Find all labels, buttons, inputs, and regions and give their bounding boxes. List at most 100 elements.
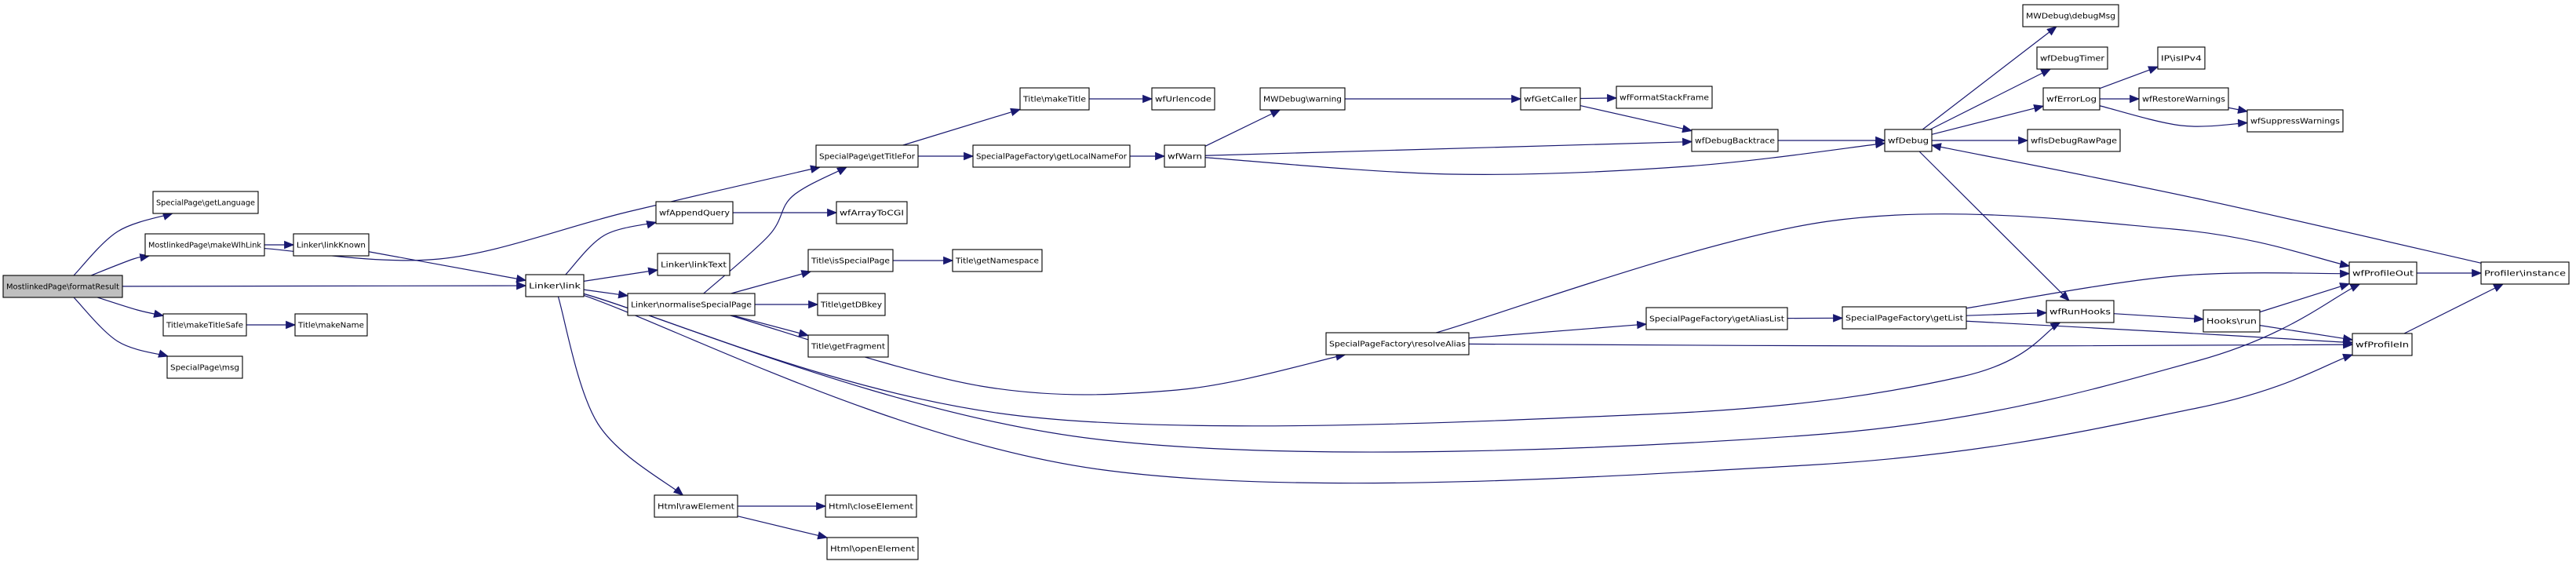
nodes-layer: MostlinkedPage\formatResult SpecialPage\g…: [2, 4, 2570, 560]
node-isIPv4[interactable]: IP\isIPv4: [2157, 46, 2206, 70]
node-box-makeName[interactable]: [294, 313, 368, 337]
node-box-getLanguage[interactable]: [152, 191, 259, 214]
node-box-formatResult[interactable]: [2, 275, 123, 298]
node-box-resolveAlias[interactable]: [1325, 332, 1470, 355]
node-box-getFragment[interactable]: [807, 334, 889, 358]
node-rawElement[interactable]: Html\rawElement: [654, 494, 738, 518]
node-debugMsg[interactable]: MWDebug\debugMsg: [2022, 4, 2119, 27]
node-wfDebugTimer[interactable]: wfDebugTimer: [2036, 46, 2108, 70]
node-label-linkKnown: Linker\linkKnown: [297, 242, 366, 250]
node-box-link[interactable]: [525, 274, 585, 297]
node-box-isIPv4[interactable]: [2157, 46, 2206, 70]
node-box-linkText[interactable]: [657, 253, 731, 276]
node-getLocalNameFor[interactable]: SpecialPageFactory\getLocalNameFor: [972, 144, 1131, 168]
node-getNamespace[interactable]: Title\getNamespace: [952, 249, 1043, 272]
edge-link-to-wfProfileOut: [583, 283, 2361, 453]
node-box-hooksRun[interactable]: [2203, 309, 2261, 333]
node-wfProfileIn[interactable]: wfProfileIn: [2352, 333, 2413, 356]
node-isSpecialPage[interactable]: Title\isSpecialPage: [807, 249, 894, 272]
node-box-makeWlhLink[interactable]: [144, 233, 265, 257]
node-wfFormatStackFrame[interactable]: wfFormatStackFrame: [1616, 86, 1713, 109]
node-getList[interactable]: SpecialPageFactory\getList: [1842, 306, 1967, 330]
node-msg[interactable]: SpecialPage\msg: [166, 355, 243, 379]
node-box-wfAppendQuery[interactable]: [655, 201, 734, 224]
node-box-wfDebug[interactable]: [1884, 129, 1933, 152]
node-closeElement[interactable]: Html\closeElement: [825, 494, 917, 518]
node-makeWlhLink[interactable]: MostlinkedPage\makeWlhLink: [144, 233, 265, 257]
node-box-debugMsg[interactable]: [2022, 4, 2119, 27]
node-getDBkey[interactable]: Title\getDBkey: [817, 293, 886, 316]
node-box-profilerInstance[interactable]: [2480, 261, 2570, 285]
node-linkText[interactable]: Linker\linkText: [657, 253, 731, 276]
node-box-wfWarn[interactable]: [1164, 144, 1206, 168]
node-getLanguage[interactable]: SpecialPage\getLanguage: [152, 191, 259, 214]
node-box-isSpecialPage[interactable]: [807, 249, 894, 272]
node-label-getLanguage: SpecialPage\getLanguage: [156, 199, 255, 208]
node-box-getList[interactable]: [1842, 306, 1967, 330]
node-normaliseSpecialPage[interactable]: Linker\normaliseSpecialPage: [627, 293, 756, 316]
node-wfDebugBacktrace[interactable]: wfDebugBacktrace: [1691, 129, 1779, 152]
node-wfIsDebugRawPage[interactable]: wfIsDebugRawPage: [2027, 129, 2121, 152]
node-resolveAlias[interactable]: SpecialPageFactory\resolveAlias: [1325, 332, 1470, 355]
node-box-wfArrayToCGI[interactable]: [836, 201, 908, 224]
node-wfArrayToCGI[interactable]: wfArrayToCGI: [836, 201, 908, 224]
node-box-wfProfileOut[interactable]: [2348, 261, 2418, 285]
node-label-profilerInstance: Profiler\instance: [2484, 270, 2566, 279]
node-box-getTitleFor[interactable]: [815, 144, 919, 168]
node-hooksRun[interactable]: Hooks\run: [2203, 309, 2261, 333]
node-wfAppendQuery[interactable]: wfAppendQuery: [655, 201, 734, 224]
node-box-openElement[interactable]: [826, 537, 919, 560]
node-box-closeElement[interactable]: [825, 494, 917, 518]
node-getTitleFor[interactable]: SpecialPage\getTitleFor: [815, 144, 919, 168]
node-wfErrorLog[interactable]: wfErrorLog: [2042, 87, 2101, 111]
node-box-getLocalNameFor[interactable]: [972, 144, 1131, 168]
node-wfGetCaller[interactable]: wfGetCaller: [1520, 87, 1581, 111]
edge-resolveAlias-to-wfProfileOut: [1436, 213, 2351, 334]
node-box-wfUrlencode[interactable]: [1151, 87, 1215, 111]
node-box-mwWarning[interactable]: [1259, 87, 1346, 111]
node-wfRunHooks[interactable]: wfRunHooks: [2046, 300, 2115, 323]
node-box-normaliseSpecialPage[interactable]: [627, 293, 756, 316]
node-box-makeTitleSafe[interactable]: [162, 313, 247, 337]
edge-wfGetCaller-to-wfFormatStackFrame: [1579, 93, 1618, 103]
node-box-wfDebugBacktrace[interactable]: [1691, 129, 1779, 152]
node-box-wfProfileIn[interactable]: [2352, 333, 2413, 356]
node-box-makeTitle[interactable]: [1019, 87, 1090, 111]
node-makeTitle[interactable]: Title\makeTitle: [1019, 87, 1090, 111]
node-box-wfIsDebugRawPage[interactable]: [2027, 129, 2121, 152]
edge-link-to-linkText: [583, 267, 659, 282]
edge-link-to-wfAppendQuery: [565, 221, 658, 275]
node-box-getAliasList[interactable]: [1645, 307, 1788, 330]
node-getAliasList[interactable]: SpecialPageFactory\getAliasList: [1645, 307, 1788, 330]
node-mwWarning[interactable]: MWDebug\warning: [1259, 87, 1346, 111]
node-box-wfFormatStackFrame[interactable]: [1616, 86, 1713, 109]
node-box-getDBkey[interactable]: [817, 293, 886, 316]
node-box-msg[interactable]: [166, 355, 243, 379]
node-box-wfSuppressWarnings[interactable]: [2246, 109, 2344, 133]
node-wfWarn[interactable]: wfWarn: [1164, 144, 1206, 168]
node-makeName[interactable]: Title\makeName: [294, 313, 368, 337]
edge-wfDebug-to-debugMsg: [1922, 26, 2057, 130]
node-wfDebug[interactable]: wfDebug: [1884, 129, 1933, 152]
node-box-wfDebugTimer[interactable]: [2036, 46, 2108, 70]
node-wfUrlencode[interactable]: wfUrlencode: [1151, 87, 1215, 111]
node-box-getNamespace[interactable]: [952, 249, 1043, 272]
node-box-wfRunHooks[interactable]: [2046, 300, 2115, 323]
edge-link-to-wfRunHooks: [583, 293, 2061, 427]
node-openElement[interactable]: Html\openElement: [826, 537, 919, 560]
node-wfRestoreWarnings[interactable]: wfRestoreWarnings: [2138, 87, 2229, 111]
node-profilerInstance[interactable]: Profiler\instance: [2480, 261, 2570, 285]
node-makeTitleSafe[interactable]: Title\makeTitleSafe: [162, 313, 247, 337]
node-box-wfRestoreWarnings[interactable]: [2138, 87, 2229, 111]
node-box-linkKnown[interactable]: [293, 233, 370, 257]
node-link[interactable]: Linker\link: [525, 274, 585, 297]
node-box-wfErrorLog[interactable]: [2042, 87, 2101, 111]
node-box-wfGetCaller[interactable]: [1520, 87, 1581, 111]
node-linkKnown[interactable]: Linker\linkKnown: [293, 233, 370, 257]
node-wfSuppressWarnings[interactable]: wfSuppressWarnings: [2246, 109, 2344, 133]
node-getFragment[interactable]: Title\getFragment: [807, 334, 889, 358]
edge-wfErrorLog-to-wfSuppressWarnings: [2099, 105, 2249, 128]
node-formatResult[interactable]: MostlinkedPage\formatResult: [2, 275, 123, 298]
node-wfProfileOut[interactable]: wfProfileOut: [2348, 261, 2418, 285]
node-box-rawElement[interactable]: [654, 494, 738, 518]
